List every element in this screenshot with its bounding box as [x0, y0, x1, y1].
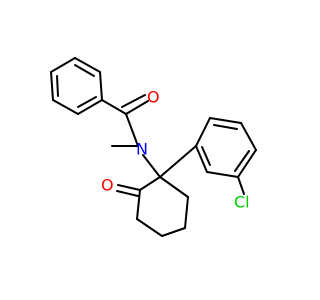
bond: [99, 71, 103, 101]
bond: [240, 122, 257, 151]
bond: [101, 99, 127, 115]
bond: [121, 94, 146, 108]
bond: [136, 189, 141, 220]
bond: [125, 100, 149, 115]
benzoyl-ring: [50, 57, 103, 115]
bond: [234, 150, 250, 172]
carbonyl-oxygen-label: O: [147, 88, 160, 107]
bond: [50, 71, 54, 101]
chlorophenyl-ring: [195, 117, 257, 178]
bond: [195, 145, 208, 173]
cyclohexanone-ring: [136, 176, 189, 237]
bond: [195, 117, 211, 147]
bond: [159, 176, 189, 198]
bond: [201, 146, 211, 166]
bond: [74, 64, 95, 77]
bond: [184, 196, 189, 229]
bond: [74, 57, 101, 73]
bond: [161, 227, 186, 237]
bond: [159, 145, 197, 178]
bond: [50, 57, 76, 73]
bond: [116, 190, 139, 197]
bond: [237, 149, 257, 178]
nitrogen-label: N: [136, 140, 148, 159]
bond: [209, 117, 242, 124]
bond: [136, 218, 163, 237]
bond: [206, 171, 239, 178]
bond: [139, 176, 161, 191]
bond: [142, 154, 161, 178]
bond: [77, 99, 103, 115]
bond: [213, 124, 238, 130]
molecule-diagram: O N O Cl: [50, 57, 257, 237]
bond: [52, 99, 79, 115]
bond: [237, 176, 245, 195]
bond: [117, 184, 141, 191]
bond: [56, 75, 59, 97]
chlorine-label: Cl: [234, 193, 250, 212]
bond: [77, 96, 97, 108]
ketone-oxygen-label: O: [101, 176, 114, 195]
bond: [125, 113, 139, 147]
